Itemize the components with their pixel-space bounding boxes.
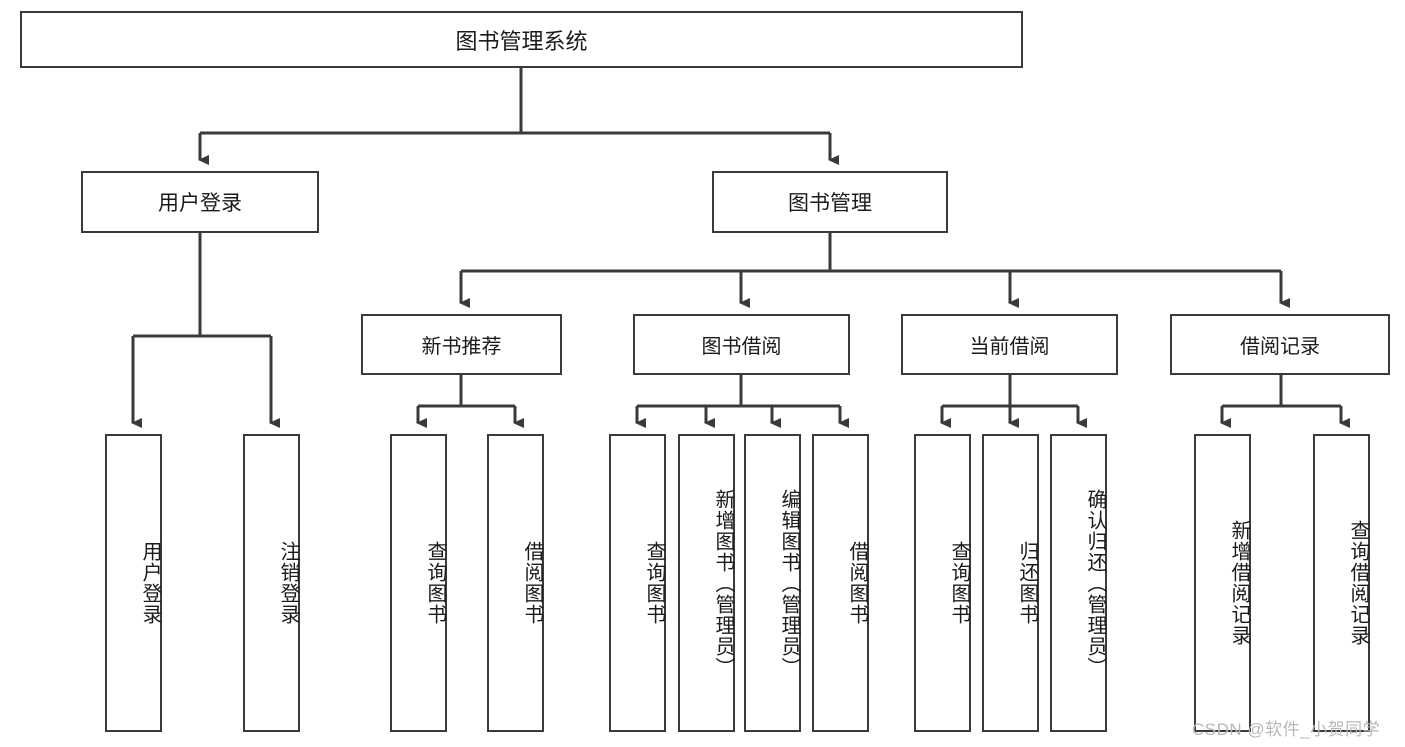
node-leaf-query-book-3[interactable]: 查询图书 [914, 434, 971, 732]
node-user-login[interactable]: 用户登录 [81, 171, 319, 233]
node-book-borrow-label: 图书借阅 [701, 336, 782, 358]
node-leaf-add-borrow-record-label: 新增借阅记录 [1228, 520, 1250, 646]
node-new-book-recommend-label: 新书推荐 [421, 336, 502, 358]
node-leaf-confirm-return-label: 确认归还（管理员） [1084, 488, 1106, 678]
node-leaf-query-book-3-label: 查询图书 [948, 541, 970, 625]
node-leaf-add-borrow-record[interactable]: 新增借阅记录 [1194, 434, 1251, 732]
node-leaf-query-borrow-record[interactable]: 查询借阅记录 [1313, 434, 1370, 732]
node-leaf-query-book-2-label: 查询图书 [643, 541, 665, 625]
node-leaf-user-login-label: 用户登录 [139, 541, 161, 625]
node-leaf-query-borrow-record-label: 查询借阅记录 [1347, 520, 1369, 646]
node-root-label: 图书管理系统 [455, 28, 588, 54]
node-leaf-confirm-return[interactable]: 确认归还（管理员） [1050, 434, 1107, 732]
node-leaf-edit-book-label: 编辑图书（管理员） [778, 488, 800, 678]
node-leaf-borrow-book-2-label: 借阅图书 [846, 541, 868, 625]
node-book-borrow[interactable]: 图书借阅 [633, 314, 850, 375]
node-new-book-recommend[interactable]: 新书推荐 [361, 314, 562, 375]
node-user-login-label: 用户登录 [158, 192, 242, 215]
node-leaf-user-logout-label: 注销登录 [277, 541, 299, 625]
node-leaf-borrow-book-2[interactable]: 借阅图书 [812, 434, 869, 732]
csdn-watermark: CSDN @软件_小贺同学 [1192, 720, 1381, 739]
node-leaf-borrow-book-1[interactable]: 借阅图书 [487, 434, 544, 732]
node-leaf-user-login[interactable]: 用户登录 [105, 434, 162, 732]
node-leaf-return-book[interactable]: 归还图书 [982, 434, 1039, 732]
node-leaf-query-book-1-label: 查询图书 [424, 541, 446, 625]
node-book-manage-label: 图书管理 [788, 192, 872, 215]
node-borrow-record-label: 借阅记录 [1240, 336, 1320, 358]
node-leaf-query-book-1[interactable]: 查询图书 [390, 434, 447, 732]
node-current-borrow-label: 当前借阅 [969, 336, 1050, 358]
node-leaf-add-book[interactable]: 新增图书（管理员） [678, 434, 735, 732]
node-leaf-user-logout[interactable]: 注销登录 [243, 434, 300, 732]
node-book-manage[interactable]: 图书管理 [712, 171, 948, 233]
node-leaf-edit-book[interactable]: 编辑图书（管理员） [744, 434, 801, 732]
node-leaf-borrow-book-1-label: 借阅图书 [521, 541, 543, 625]
node-leaf-add-book-label: 新增图书（管理员） [712, 488, 734, 678]
node-root[interactable]: 图书管理系统 [20, 11, 1023, 68]
node-leaf-query-book-2[interactable]: 查询图书 [609, 434, 666, 732]
node-borrow-record[interactable]: 借阅记录 [1170, 314, 1390, 375]
node-current-borrow[interactable]: 当前借阅 [901, 314, 1118, 375]
node-leaf-return-book-label: 归还图书 [1016, 541, 1038, 625]
